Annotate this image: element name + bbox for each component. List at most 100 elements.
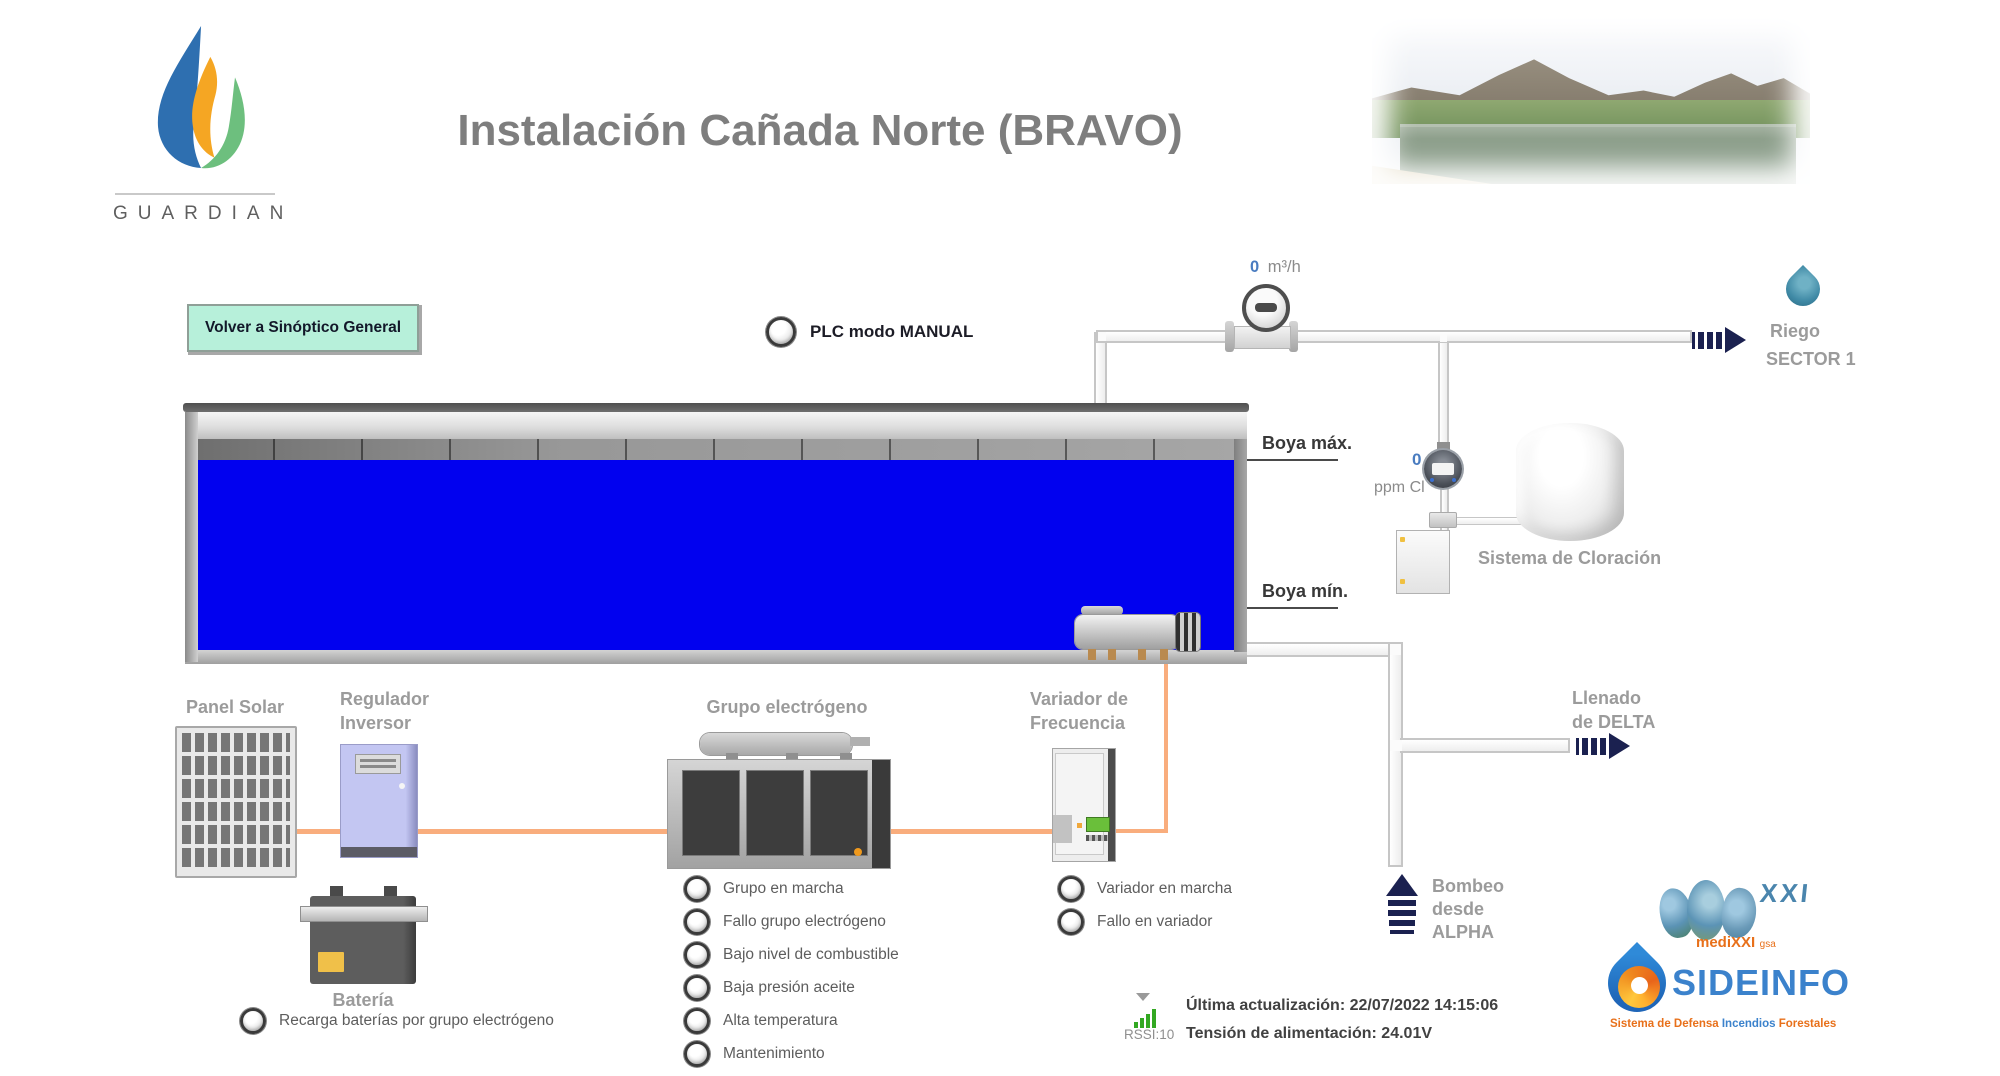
subtitle-part: Forestales: [1778, 1018, 1837, 1030]
brand-name: GUARDIAN: [113, 203, 294, 224]
led-icon: [1058, 876, 1084, 902]
indicator-label: Baja presión aceite: [723, 979, 855, 996]
pipe-tank-outlet: [1240, 642, 1402, 657]
led-icon: [684, 1008, 710, 1034]
plc-mode-label: PLC modo MANUAL: [810, 322, 974, 341]
regulator-label-line1: Regulador: [340, 689, 430, 709]
page-title: Instalación Cañada Norte (BRAVO): [457, 106, 1183, 155]
indicator-label: Fallo en variador: [1097, 913, 1213, 930]
dosing-valve: [1429, 512, 1457, 528]
indicator-label: Grupo en marcha: [723, 880, 844, 897]
guardian-logo: [147, 26, 251, 170]
pipe-joint: [1440, 334, 1447, 342]
generator-muffler: [700, 733, 852, 755]
sideinfo-name: SIDEINFO: [1672, 962, 1851, 1003]
indicator-recarga-baterias: Recarga baterías por grupo electrógeno: [240, 1008, 554, 1034]
regulator-vent: [355, 754, 401, 774]
pump-leg: [1108, 649, 1116, 660]
generator-label: Grupo electrógeno: [706, 697, 868, 717]
dropdown-triangle-icon: [1136, 993, 1150, 1001]
vfd-display: [1086, 817, 1110, 832]
tank-bottom-band: [185, 650, 1247, 664]
medixxi-logo: XXI mediXXI gsa: [1655, 876, 1830, 952]
solar-panel-label: Panel Solar: [185, 697, 285, 717]
battery-label-sticker: [318, 952, 344, 972]
pump-motor-stripes: [1176, 613, 1200, 651]
vfd-label-line1: Variador de: [1030, 689, 1129, 709]
bombeo-label-line1: Bombeo: [1432, 876, 1504, 896]
indicator-label: Mantenimiento: [723, 1045, 825, 1062]
pipe-delta-branch: [1400, 738, 1570, 753]
medixxi-suffix: gsa: [1759, 939, 1776, 950]
flow-meter-readout: 0 m³/h: [1250, 258, 1301, 277]
regulator-inverter-unit: [340, 744, 418, 858]
last-update-label: Última actualización:: [1186, 997, 1346, 1014]
indicator-alta-temperatura: Alta temperatura: [684, 1008, 838, 1034]
pump-dot: [1400, 579, 1405, 584]
riego-flow-arrow-icon: [1692, 327, 1746, 353]
sideinfo-subtitle: Sistema de Defensa Incendios Forestales: [1610, 1018, 1836, 1030]
tank-water: [198, 460, 1234, 652]
generator-exhaust: [850, 737, 870, 746]
globe-blob-icon: [1687, 880, 1725, 940]
riego-label-line2: SECTOR 1: [1766, 349, 1856, 369]
pipe-riego-main: [1096, 330, 1692, 343]
pipe-joint: [1390, 740, 1402, 751]
indicator-bajo-combustible: Bajo nivel de combustible: [684, 942, 899, 968]
subtitle-part: Incendios: [1721, 1018, 1779, 1030]
bombeo-flow-arrow-icon: [1386, 874, 1418, 934]
generator-end-cap: [872, 760, 890, 868]
pump-leg: [1138, 649, 1146, 660]
indicator-label: Recarga baterías por grupo electrógeno: [279, 1012, 554, 1029]
guardian-flame-icon: [157, 26, 245, 169]
indicator-label: Fallo grupo electrógeno: [723, 913, 886, 930]
battery-label: Batería: [332, 990, 394, 1010]
indicator-mantenimiento: Mantenimiento: [684, 1041, 825, 1067]
photo-vignette: [1372, 12, 1810, 184]
muffler-foot: [840, 753, 852, 761]
flow-value: 0: [1250, 258, 1260, 276]
chlorination-system-label: Sistema de Cloración: [1478, 548, 1662, 568]
bombeo-label-line3: ALPHA: [1432, 922, 1494, 942]
led-icon: [684, 975, 710, 1001]
water-tank: [183, 403, 1249, 665]
voltage-row: Tensión de alimentación: 24.01V: [1186, 1025, 1432, 1043]
boya-max-line: [1247, 459, 1338, 461]
llenado-label-line1: Llenado: [1572, 688, 1642, 708]
boya-min-line: [1247, 607, 1338, 609]
indicator-label: Bajo nivel de combustible: [723, 946, 899, 963]
plc-mode-indicator: PLC modo MANUAL: [766, 317, 973, 347]
voltage-value: 24.01V: [1381, 1025, 1433, 1042]
led-icon: [684, 1041, 710, 1067]
indicator-baja-presion-aceite: Baja presión aceite: [684, 975, 855, 1001]
rssi-signal-icon: [1134, 1006, 1164, 1028]
pump-leg: [1088, 649, 1096, 660]
llenado-flow-arrow-icon: [1576, 733, 1630, 759]
back-to-general-synoptic-button[interactable]: Volver a Sinóptico General: [187, 304, 419, 352]
logo-divider: [115, 193, 275, 195]
vfd-terminal-block: [1053, 815, 1072, 843]
chlorine-value: 0: [1412, 450, 1422, 469]
battery-terminal: [330, 886, 343, 898]
flow-unit: m³/h: [1267, 258, 1301, 276]
medixxi-name: mediXXI: [1696, 934, 1756, 951]
indicator-fallo-grupo: Fallo grupo electrógeno: [684, 909, 886, 935]
pipe-joint: [1098, 332, 1106, 341]
chlorine-sensor-cap: [1437, 442, 1450, 452]
last-update-value: 22/07/2022 14:15:06: [1349, 997, 1499, 1014]
regulator-led: [399, 783, 405, 789]
medixxi-xxi-text: XXI: [1758, 878, 1813, 908]
boya-min-label: Boya mín.: [1262, 581, 1349, 601]
water-drop-icon: [1778, 264, 1828, 314]
pipe-chlorine-branch: [1438, 341, 1449, 451]
generator-panel: [810, 770, 868, 856]
dosing-pump-box: [1396, 530, 1450, 594]
voltage-label: Tensión de alimentación:: [1186, 1025, 1377, 1042]
led-icon: [684, 942, 710, 968]
vfd-label-line2: Frecuencia: [1030, 713, 1126, 733]
flowmeter-gauge: [1242, 284, 1290, 332]
muffler-foot: [786, 753, 798, 761]
globe-blob-icon: [1717, 885, 1761, 941]
plc-led-icon: [766, 317, 796, 347]
